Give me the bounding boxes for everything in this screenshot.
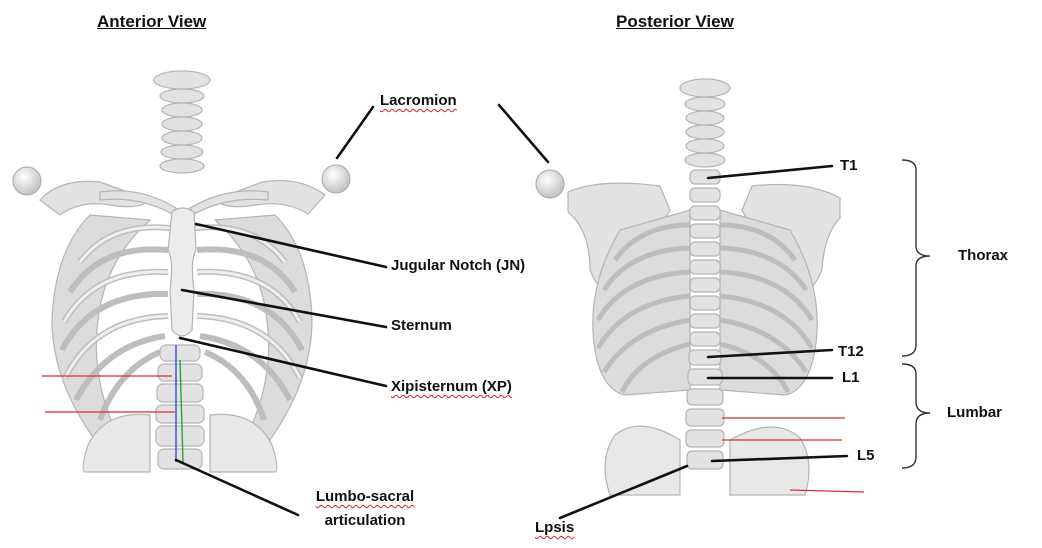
label-sternum: Sternum (391, 317, 452, 335)
anterior-view-title: Anterior View (97, 13, 206, 31)
label-lpsis: Lpsis (535, 519, 574, 537)
label-lumbo-sacral-line2: articulation (300, 512, 430, 530)
posterior-cervical-spine (680, 79, 730, 167)
posterior-view-title: Posterior View (616, 13, 734, 31)
label-t12: T12 (838, 343, 864, 361)
leader-lacromion-anterior (337, 107, 373, 158)
label-lumbar: Lumbar (947, 404, 1002, 422)
thorax-bracket (902, 160, 930, 356)
label-thorax: Thorax (958, 247, 1008, 265)
label-t1: T1 (840, 157, 858, 175)
anterior-sternum (168, 208, 196, 336)
leader-t1 (708, 166, 832, 178)
label-lumbo-sacral: Lumbo-sacral articulation (300, 488, 430, 530)
posterior-skeleton (568, 79, 840, 495)
anterior-cervical-spine (154, 71, 210, 173)
brackets (902, 160, 930, 468)
leader-lacromion-posterior (499, 105, 548, 162)
label-xipisternum-word: Xipisternum (XP) (391, 378, 512, 395)
label-lacromion: Lacromion (380, 92, 457, 110)
label-l1: L1 (842, 369, 860, 387)
label-lumbo-sacral-line1: Lumbo-sacral (300, 488, 430, 506)
posterior-acromion-marker (536, 170, 564, 198)
label-l5: L5 (857, 447, 875, 465)
posterior-spine (686, 170, 724, 469)
label-xipisternum: Xipisternum (XP) (391, 378, 512, 396)
label-jugular-notch: Jugular Notch (JN) (391, 257, 525, 275)
anterior-left-acromion-marker (13, 167, 41, 195)
anterior-right-acromion-marker (322, 165, 350, 193)
lumbar-bracket (902, 364, 930, 468)
